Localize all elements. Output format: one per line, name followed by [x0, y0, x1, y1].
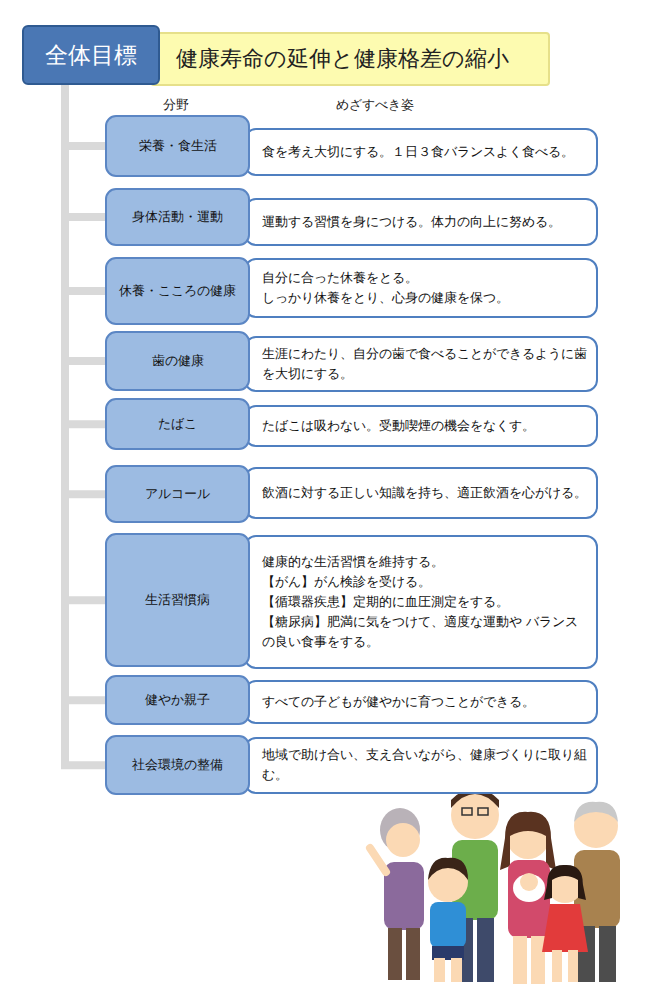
tree-connector [65, 85, 105, 424]
box-text: アルコール [145, 485, 210, 503]
box-text: 地域で助け合い、支え合いながら、健康づくりに取り組む。 [262, 745, 590, 785]
boy-figure [428, 858, 468, 982]
box-text: 全体目標 [45, 40, 137, 71]
box-text: 【循環器疾患】定期的に血圧測定をする。 [262, 592, 509, 612]
box-text: 健やか親子 [145, 691, 210, 709]
goal-description-box: 自分に合った休養をとる。しっかり休養をとり、心身の健康を保つ。 [244, 258, 598, 318]
box-text: 栄養・食生活 [139, 137, 217, 155]
box-text: 自分に合った休養をとる。 [262, 268, 418, 288]
box-text: 歯の健康 [152, 352, 204, 370]
box-text: 【糖尿病】肥満に気をつけて、適度な運動や バランスの良い食事をする。 [262, 612, 590, 652]
goal-description-box: たばこは吸わない。受動喫煙の機会をなくす。 [244, 405, 598, 447]
tree-connector [65, 85, 105, 765]
box-text: 身体活動・運動 [132, 208, 223, 226]
grandma-figure [370, 808, 424, 980]
box-text: 【がん】がん検診を受ける。 [262, 572, 431, 592]
box-text: 運動する習慣を身につける。体力の向上に努める。 [262, 212, 561, 232]
tree-connector [65, 85, 105, 494]
field-box: たばこ [105, 398, 250, 450]
field-box: 生活習慣病 [105, 533, 250, 667]
goal-description-box: 飲酒に対する正しい知識を持ち、適正飲酒を心がける。 [244, 467, 598, 519]
box-text: たばこは吸わない。受動喫煙の機会をなくす。 [262, 416, 535, 436]
tree-connector [65, 85, 105, 600]
box-text: 生涯にわたり、自分の歯で食べることができるように歯を大切にする。 [262, 344, 590, 384]
box-text: 食を考え大切にする。１日３食バランスよく食べる。 [262, 142, 574, 162]
box-text: 社会環境の整備 [132, 756, 223, 774]
field-box: 歯の健康 [105, 331, 250, 391]
tree-connector [65, 85, 105, 217]
field-box: 栄養・食生活 [105, 115, 250, 177]
tree-connector [65, 85, 105, 146]
field-box: アルコール [105, 465, 250, 523]
box-text: たばこ [158, 415, 197, 433]
box-text: 飲酒に対する正しい知識を持ち、適正飲酒を心がける。 [262, 483, 587, 503]
goal-description-box: 健康的な生活習慣を維持する。【がん】がん検診を受ける。【循環器疾患】定期的に血圧… [244, 535, 598, 669]
goal-description-box: 生涯にわたり、自分の歯で食べることができるように歯を大切にする。 [244, 336, 598, 392]
field-box: 休養・こころの健康 [105, 257, 250, 325]
goal-description-box: 食を考え大切にする。１日３食バランスよく食べる。 [244, 128, 598, 176]
box-text: 休養・こころの健康 [119, 282, 236, 300]
field-box: 身体活動・運動 [105, 188, 250, 246]
box-text: 健康的な生活習慣を維持する。 [262, 552, 444, 572]
girl-figure [542, 865, 588, 982]
title-band: 健康寿命の延伸と健康格差の縮小 [150, 32, 550, 86]
goal-description-box: 運動する習慣を身につける。体力の向上に努める。 [244, 198, 598, 246]
goal-description-box: 地域で助け合い、支え合いながら、健康づくりに取り組む。 [244, 737, 598, 793]
box-text: しっかり休養をとり、心身の健康を保つ。 [262, 288, 509, 308]
tree-connector [65, 85, 105, 700]
tree-connector [65, 85, 105, 361]
box-text: 生活習慣病 [145, 591, 210, 609]
goal-box: 全体目標 [22, 25, 160, 85]
goal-description-box: すべての子どもが健やかに育つことができる。 [244, 680, 598, 724]
column-header: 分野 [163, 96, 189, 114]
box-text: すべての子どもが健やかに育つことができる。 [262, 692, 535, 712]
tree-connector [65, 85, 105, 291]
column-header: めざすべき姿 [336, 96, 414, 114]
field-box: 社会環境の整備 [105, 735, 250, 795]
box-text: 健康寿命の延伸と健康格差の縮小 [176, 44, 509, 74]
field-box: 健やか親子 [105, 675, 250, 725]
